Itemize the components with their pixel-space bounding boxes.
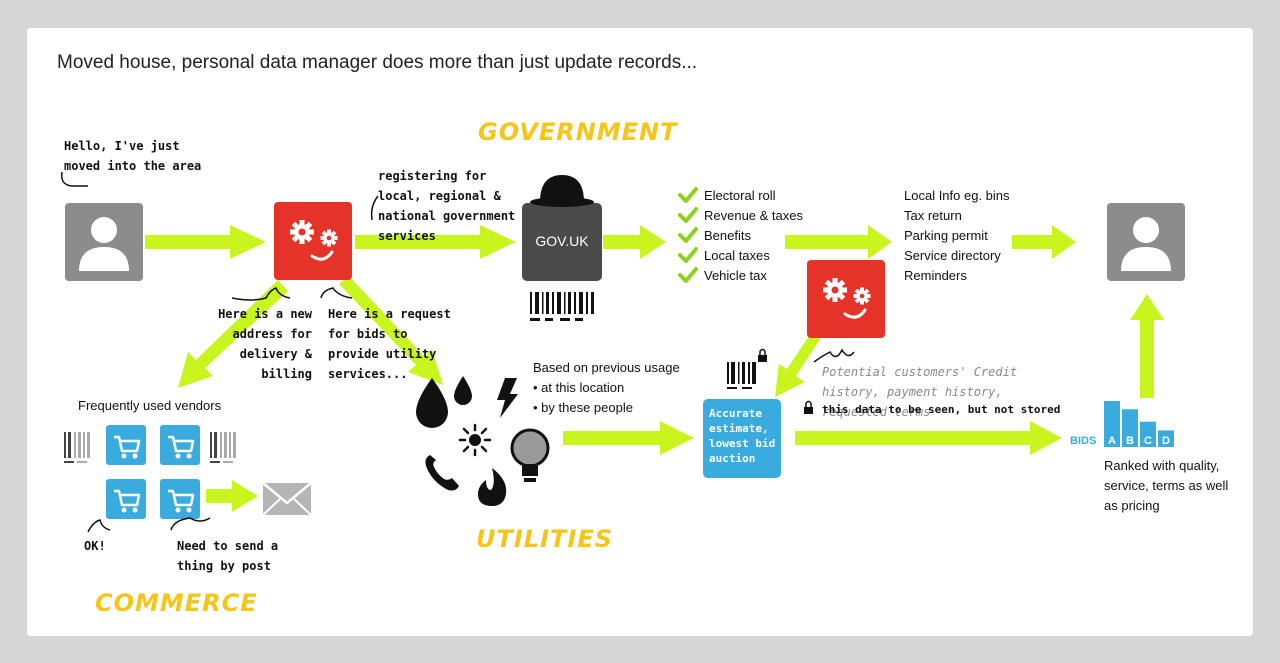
speech-need-send: Need to send a thing by post — [177, 539, 279, 573]
list-item: Service directory — [904, 248, 1001, 263]
shopping-cart-icon — [158, 477, 202, 521]
heading-utilities: UTILITIES — [476, 525, 613, 553]
speech-ticks — [60, 171, 855, 533]
speech-registering: registering for local, regional & nation… — [378, 169, 516, 243]
barcode-icon — [727, 362, 756, 389]
usage-heading: Based on previous usage — [533, 360, 680, 375]
bid-bar-a — [1104, 401, 1120, 447]
gears-icon — [807, 260, 885, 338]
usage-item: • by these people — [533, 400, 633, 415]
heading-government: GOVERNMENT — [478, 118, 678, 146]
padlock-icon — [758, 348, 767, 362]
list-item: Local taxes — [704, 248, 770, 263]
gov-box-label: GOV.UK — [535, 233, 589, 249]
bid-letter-c: C — [1144, 435, 1152, 447]
envelope-icon — [262, 482, 312, 516]
ranked-note: Ranked with quality, service, terms as w… — [1104, 458, 1229, 513]
shopping-cart-icon — [104, 423, 148, 467]
usage-list: Based on previous usage • at this locati… — [533, 358, 680, 418]
bid-bar-d — [1158, 430, 1174, 447]
arrow-person-to-agent — [145, 225, 266, 259]
shopping-cart-icon — [158, 423, 202, 467]
heading-commerce: COMMERCE — [95, 589, 258, 617]
person-icon — [65, 203, 143, 281]
padlock-icon — [804, 400, 813, 414]
speech-new-address: Here is a new address for delivery & bil… — [218, 307, 312, 381]
phone-icon — [425, 455, 459, 491]
water-drop-icon — [416, 378, 448, 428]
arrow-gov-to-services — [603, 225, 666, 259]
shopping-cart-icon — [104, 477, 148, 521]
light-bulb-icon — [510, 428, 550, 482]
flame-icon — [478, 468, 507, 506]
check-icon — [678, 187, 698, 283]
lightning-icon — [497, 378, 518, 418]
credit-note: Potential customers' Credit history, pay… — [822, 365, 1018, 419]
bid-letter-a: A — [1108, 435, 1116, 447]
arrow-agent-to-commerce — [178, 280, 288, 388]
list-item: Tax return — [904, 208, 962, 223]
bid-bar-c — [1140, 421, 1156, 447]
vendors-label: Frequently used vendors — [78, 398, 222, 413]
arrow-agent-to-utilities — [339, 276, 443, 385]
flow-arrows — [145, 225, 1164, 512]
list-item: Reminders — [904, 268, 967, 283]
gears-icon — [274, 202, 352, 280]
privacy-note: this data to be seen, but not stored — [822, 403, 1061, 416]
barcode-icon — [530, 292, 594, 321]
bid-bar-b — [1122, 409, 1138, 447]
arrow-agent2-to-estimate — [775, 336, 822, 397]
speech-hello: Hello, I've just moved into the area — [64, 139, 202, 173]
bowler-hat-icon — [530, 175, 594, 207]
list-item: Revenue & taxes — [704, 208, 804, 223]
person-icon — [1107, 203, 1185, 281]
speech-request-bids: Here is a request for bids to provide ut… — [328, 307, 451, 381]
bids-label: BIDS — [1070, 435, 1096, 447]
water-drop-icon — [454, 376, 472, 405]
page-title: Moved house, personal data manager does … — [57, 52, 698, 73]
speech-ok: OK! — [84, 539, 106, 553]
arrow-utilities-to-estimate — [563, 421, 694, 455]
estimate-box-text: Accurate estimate, lowest bid auction — [709, 407, 776, 465]
list-item: Electoral roll — [704, 188, 776, 203]
barcode-icon — [64, 432, 90, 463]
arrow-agent-to-gov — [355, 225, 516, 259]
gov-box — [522, 203, 602, 281]
estimate-box — [703, 399, 781, 478]
arrow-estimate-to-bids — [795, 421, 1062, 455]
list-item: Local Info eg. bins — [904, 188, 1010, 203]
list-item: Parking permit — [904, 228, 988, 243]
usage-item: • at this location — [533, 380, 625, 395]
bid-letter-b: B — [1126, 435, 1134, 447]
arrow-cart-to-post — [206, 480, 258, 512]
arrow-results-to-person — [1012, 225, 1076, 259]
bid-letter-d: D — [1162, 435, 1170, 447]
list-item: Benefits — [704, 228, 751, 243]
list-item: Vehicle tax — [704, 268, 767, 283]
arrow-services-to-results — [785, 225, 892, 259]
sun-icon — [458, 423, 492, 457]
arrow-bids-to-person — [1130, 294, 1164, 398]
barcode-icon — [210, 432, 236, 463]
